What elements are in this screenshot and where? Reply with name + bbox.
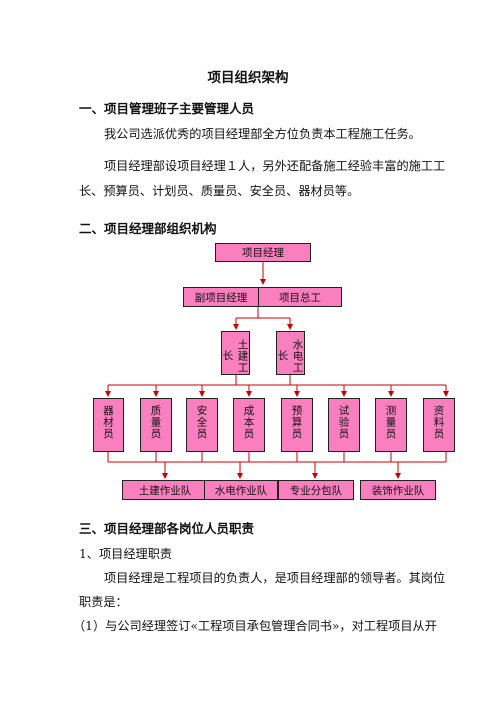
org-box-team-decoration: 装饰作业队 xyxy=(360,480,436,500)
org-box-team-subcontract: 专业分包队 xyxy=(278,480,354,500)
item-1-paragraph-line-2: 职责是： xyxy=(79,595,128,609)
org-box-project-manager: 项目经理 xyxy=(215,243,311,262)
org-box-deputy-manager: 副项目经理 xyxy=(183,287,259,307)
section-heading-1: 一、项目管理班子主要管理人员 xyxy=(79,101,255,116)
page-title: 项目组织架构 xyxy=(207,70,289,86)
org-box-staff-documents: 资料员 xyxy=(423,398,455,452)
item-1-paragraph-line-1: 项目经理是工程项目的负责人，是项目经理部的领导者。其岗位 xyxy=(104,571,446,585)
org-box-staff-testing: 试验员 xyxy=(328,398,360,452)
org-box-staff-survey: 测量员 xyxy=(375,398,407,452)
org-box-staff-materials: 器材员 xyxy=(93,398,124,452)
section-heading-2: 二、项目经理部组织机构 xyxy=(79,221,217,236)
paragraph-1: 我公司选派优秀的项目经理部全方位负责本工程施工任务。 xyxy=(104,127,421,141)
org-box-foreman-mep: 水电工长 xyxy=(276,331,305,375)
org-box-staff-safety: 安全员 xyxy=(186,398,218,452)
org-box-foreman-civil: 土建工长 xyxy=(221,331,250,375)
item-1-title: 1、项目经理职责 xyxy=(79,547,173,561)
org-box-team-mep: 水电作业队 xyxy=(204,480,278,500)
org-box-team-civil: 土建作业队 xyxy=(122,480,208,500)
item-1-point-1: （1）与公司经理签订«工程项目承包管理合同书»，对工程项目从开 xyxy=(73,619,437,633)
paragraph-2-line-1: 项目经理部设项目经理１人，另外还配备施工经验丰富的施工工 xyxy=(104,159,446,173)
section-heading-3: 三、项目经理部各岗位人员职责 xyxy=(79,521,255,536)
org-box-staff-cost: 成本员 xyxy=(233,398,265,452)
org-box-staff-budget: 预算员 xyxy=(281,398,313,452)
paragraph-2-line-2: 长、预算员、计划员、质量员、安全员、器材员等。 xyxy=(79,184,360,198)
org-box-chief-engineer: 项目总工 xyxy=(258,287,342,307)
org-box-staff-quality: 质量员 xyxy=(140,398,172,452)
